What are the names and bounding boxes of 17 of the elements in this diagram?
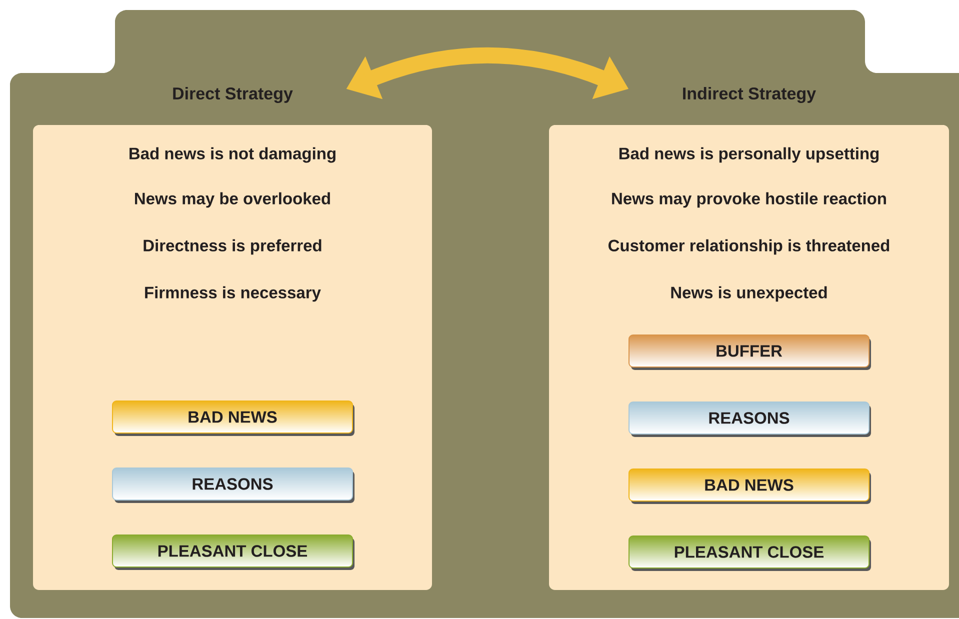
step-button: BAD NEWS bbox=[628, 468, 871, 504]
step-button: PLEASANT CLOSE bbox=[112, 534, 354, 570]
step-button: BUFFER bbox=[628, 334, 871, 370]
statement-text: Firmness is necessary bbox=[145, 286, 321, 302]
statement-text: Bad news is not damaging bbox=[130, 147, 336, 163]
statement-text: Customer relationship is threatened bbox=[608, 239, 890, 255]
step-button: REASONS bbox=[112, 468, 354, 503]
panel-heading: Indirect Strategy bbox=[683, 87, 816, 103]
panel-heading: Direct Strategy bbox=[173, 87, 293, 103]
statement-text: Bad news is personally upsetting bbox=[619, 147, 879, 163]
step-button: REASONS bbox=[628, 402, 871, 437]
statement-text: Directness is preferred bbox=[144, 239, 322, 255]
step-button: PLEASANT CLOSE bbox=[628, 536, 871, 571]
statement-text: News may provoke hostile reaction bbox=[612, 192, 886, 208]
statement-text: News may be overlooked bbox=[135, 192, 330, 208]
step-button: BAD NEWS bbox=[112, 400, 354, 436]
statement-text: News is unexpected bbox=[671, 286, 827, 302]
